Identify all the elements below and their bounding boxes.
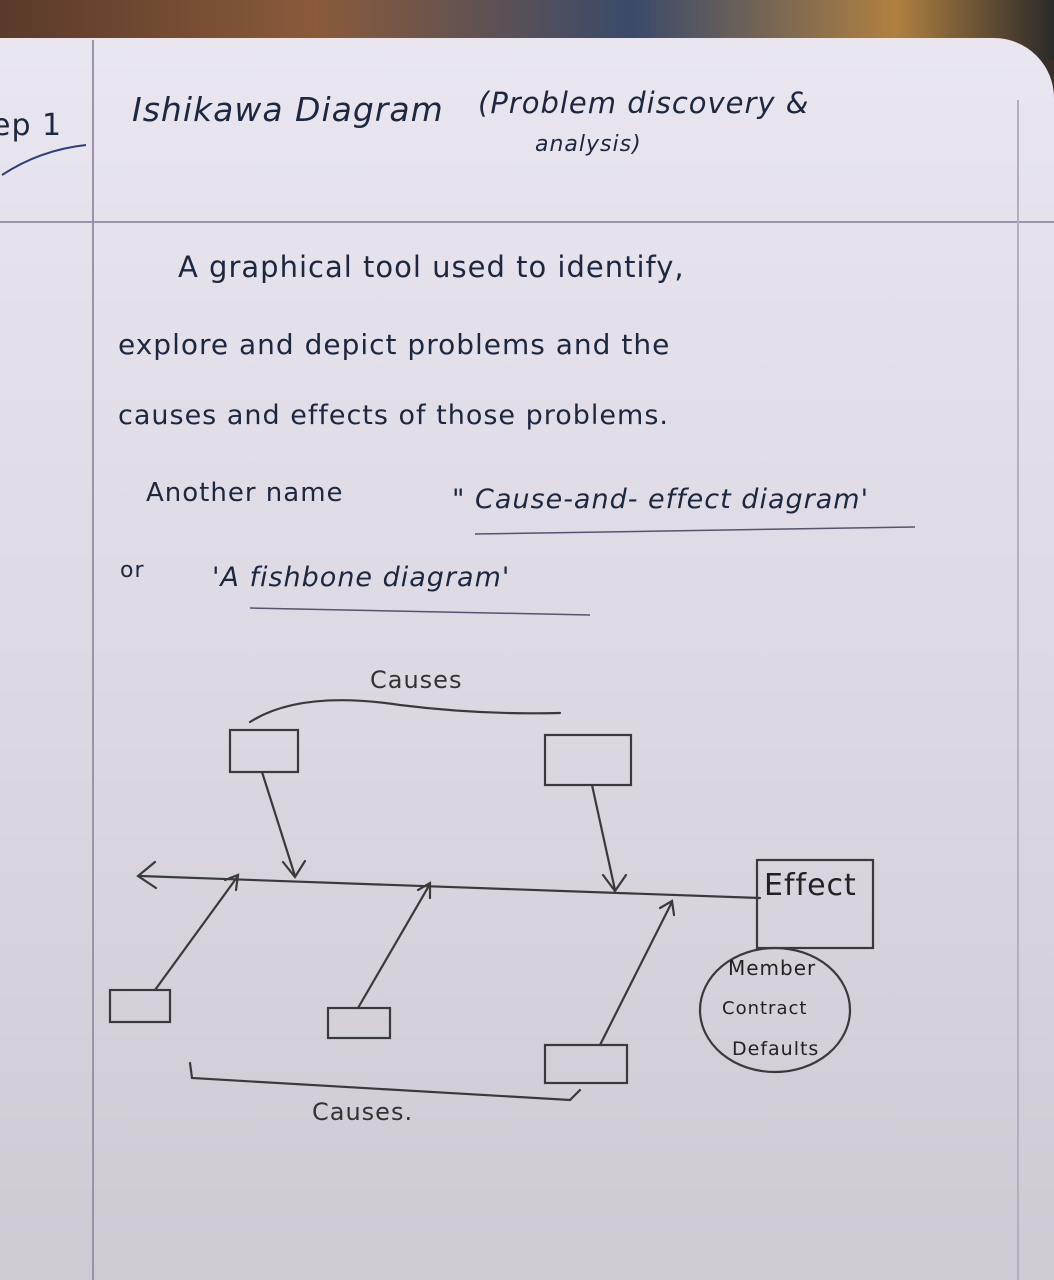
- cause-box-top-2: [543, 733, 633, 787]
- cause-box-top-1: [228, 728, 300, 774]
- cause-box-bottom-3: [543, 1043, 629, 1085]
- definition-line-3: causes and effects of those problems.: [118, 400, 669, 431]
- top-brace: [248, 699, 562, 724]
- underline-fishbone: [249, 607, 591, 616]
- underline-cause-effect: [474, 526, 916, 535]
- effect-note-circle: [698, 946, 852, 1074]
- fishbone-name-quote: 'A fishbone diagram': [212, 562, 511, 593]
- effect-box: [755, 858, 875, 950]
- step-underline: [1, 144, 87, 176]
- definition-line-1: A graphical tool used to identify,: [178, 250, 685, 284]
- effect-note-line-3: Defaults: [732, 1038, 820, 1060]
- bone-top-1: [260, 770, 297, 878]
- page-subtitle-line2: analysis): [535, 132, 642, 157]
- bone-top-1-arrowhead: [281, 859, 307, 879]
- spine-arrowhead: [136, 860, 158, 890]
- definition-line-2: explore and depict problems and the: [118, 328, 671, 361]
- fishbone-diagram: [108, 699, 875, 1102]
- cause-box-bottom-1: [108, 988, 172, 1024]
- effect-label: Effect: [764, 868, 857, 903]
- bone-bottom-2-arrowhead: [416, 881, 432, 900]
- effect-note-line-2: Contract: [722, 998, 808, 1019]
- another-name-prefix: Another name: [146, 478, 344, 508]
- bone-top-2: [590, 783, 617, 892]
- bone-top-2-arrowhead: [601, 873, 628, 893]
- spine-line: [138, 874, 762, 900]
- another-name-quote: " Cause-and- effect diagram': [452, 484, 869, 515]
- bone-bottom-3-arrowhead: [658, 899, 676, 917]
- cause-box-bottom-2: [326, 1006, 392, 1040]
- bone-bottom-1-arrowhead: [223, 873, 240, 892]
- effect-note-line-1: Member: [728, 956, 817, 980]
- bottom-brace: [188, 1061, 582, 1102]
- notebook-page: ep 1 Ishikawa Diagram (Problem discovery…: [0, 38, 1054, 1280]
- page-subtitle-line1: (Problem discovery &: [478, 86, 810, 120]
- or-prefix: or: [120, 558, 145, 583]
- step-label: ep 1: [0, 108, 63, 143]
- top-causes-label: Causes: [370, 666, 463, 694]
- bone-bottom-3: [598, 900, 674, 1047]
- page-title: Ishikawa Diagram: [132, 90, 444, 129]
- bone-bottom-2: [356, 882, 432, 1010]
- bottom-causes-label: Causes.: [312, 1098, 414, 1126]
- page-lines: [0, 40, 1054, 1280]
- bone-bottom-1: [153, 874, 240, 992]
